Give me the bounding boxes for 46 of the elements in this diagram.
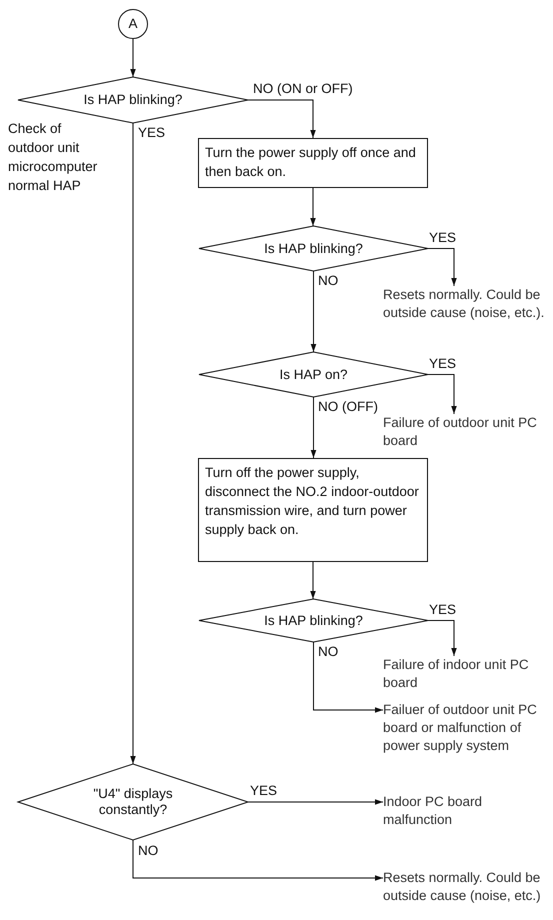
note-text: Check of outdoor unit microcomputer normal HAP	[8, 120, 98, 195]
result-text: Failure of outdoor unit PC board	[383, 414, 538, 450]
edge-label: YES	[138, 125, 166, 140]
node-text: "U4" displays constantly?	[92, 786, 174, 818]
arrow	[428, 374, 457, 414]
arrow	[313, 642, 384, 713]
arrow	[132, 840, 384, 881]
edge-label: NO (OFF)	[318, 399, 378, 414]
edge-label: NO (ON or OFF)	[253, 81, 353, 96]
arrow	[310, 188, 316, 226]
decision-diamond	[199, 599, 428, 642]
node-text: Is HAP blinking?	[264, 240, 363, 256]
arrow	[310, 270, 316, 352]
arrow	[310, 396, 316, 458]
edge-label: NO	[318, 644, 338, 659]
arrow	[130, 38, 136, 78]
edge-label: YES	[250, 783, 278, 798]
edge-label: YES	[429, 602, 456, 617]
node-text: Turn the power supply off once and then back on.	[205, 144, 417, 181]
edge-label: NO	[138, 843, 158, 858]
result-text: Resets normally. Could be outside cause (noise, etc.).	[383, 286, 546, 322]
connector-circle	[118, 9, 148, 39]
result-text: Indoor PC board malfunction	[383, 793, 484, 829]
arrow	[428, 248, 457, 286]
result-text: Resets normally. Could be outside cause (noise, etc.)	[383, 869, 542, 905]
process-box	[198, 138, 428, 188]
arrow	[310, 562, 316, 600]
arrow	[428, 620, 457, 656]
edge-label: YES	[429, 230, 456, 245]
result-text: Failuer of outdoor unit PC board or malfunction of power supply system	[383, 701, 538, 755]
arrow	[130, 122, 136, 764]
edge-label: YES	[429, 356, 456, 371]
arrow	[248, 100, 316, 138]
arrow	[248, 799, 384, 805]
decision-diamond	[18, 764, 248, 840]
process-box	[198, 458, 428, 562]
decision-diamond	[199, 226, 428, 271]
result-text: Failure of indoor unit PC board	[383, 656, 530, 692]
node-text: Is HAP on?	[279, 366, 348, 382]
node-text: Is HAP blinking?	[264, 612, 363, 628]
edge-label: NO	[318, 273, 338, 288]
decision-diamond	[18, 77, 248, 123]
node-text: A	[128, 16, 138, 32]
node-text: Is HAP blinking?	[84, 92, 182, 108]
decision-diamond	[199, 352, 428, 397]
node-text: Turn off the power supply, disconnect the NO.2 indoor-outdoor transmission wire, and turn power supply back on.	[205, 464, 420, 539]
